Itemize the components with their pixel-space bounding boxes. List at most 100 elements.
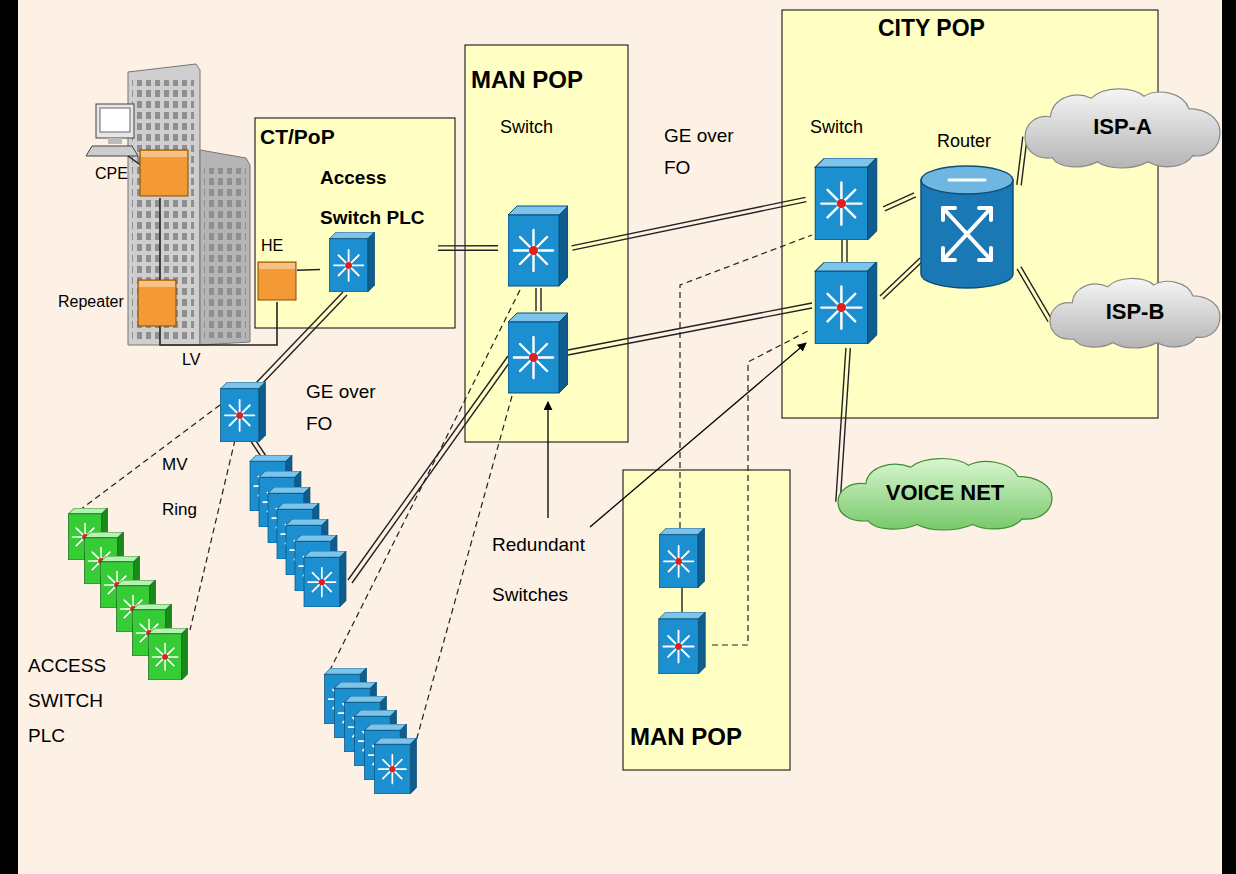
- switch-pair-icon: [498, 116, 572, 398]
- repeater-box: Repeater: [58, 280, 178, 326]
- cloud-shape: [838, 459, 1052, 530]
- ring-label: MV Ring: [162, 442, 202, 532]
- switch-pair: Switch: [806, 116, 884, 348]
- switch-stack: [325, 668, 417, 794]
- switch-stack: [250, 455, 346, 607]
- text-holder: CT/PoP: [260, 124, 335, 149]
- switch-pair-icon: [508, 313, 568, 393]
- switch-icon: [659, 612, 706, 674]
- node-label: MAN POP: [471, 65, 583, 94]
- text-holder: Switch: [810, 116, 863, 138]
- fiber-link: [352, 359, 512, 583]
- pop-fill: [782, 10, 1158, 418]
- fiber-link: [568, 308, 812, 355]
- fiber-link: [880, 258, 920, 296]
- switch-pair-icon: [815, 262, 877, 344]
- text-holder: Redundant Switches: [492, 520, 604, 620]
- computer: [86, 104, 142, 166]
- ring-link: [80, 405, 220, 510]
- building: [132, 80, 194, 340]
- text-holder: Repeater: [58, 292, 124, 311]
- node-label: Repeater: [58, 292, 124, 311]
- text-holder: ISP-B: [1050, 276, 1220, 348]
- ring-link: [680, 235, 812, 528]
- ring-link: [330, 290, 520, 670]
- head-end-box-icon: [258, 262, 296, 300]
- cpe-box-icon: [140, 150, 188, 196]
- node-label: CPE: [95, 164, 128, 183]
- router-icon: [915, 130, 1019, 292]
- router-icon: [921, 166, 1013, 288]
- text-holder: GE over FO: [664, 120, 740, 184]
- switch-icon: [660, 528, 705, 588]
- node-label: CITY POP: [878, 14, 985, 42]
- callout-arrow: [548, 343, 806, 527]
- pop-fill: [255, 118, 455, 328]
- group-label: ACCESS SWITCH PLC: [28, 648, 128, 753]
- text-holder: MV Ring: [162, 442, 202, 532]
- repeater-box-icon: [139, 281, 175, 287]
- switch-stack: [69, 508, 188, 680]
- switch-icon: [221, 382, 266, 442]
- pop-box: MAN POP: [623, 470, 790, 770]
- ring-link: [190, 440, 235, 630]
- fiber-link: [841, 238, 842, 263]
- switch-pair-icon: [508, 206, 568, 286]
- fiber-link: [883, 193, 916, 211]
- wire-link: [160, 302, 277, 345]
- computer: [86, 146, 138, 156]
- text-holder: ACCESS SWITCH PLC: [28, 648, 128, 753]
- router: Router: [915, 130, 1019, 292]
- ring-link: [80, 235, 812, 745]
- switch-stack: [304, 551, 346, 607]
- ring-link: [415, 396, 512, 745]
- node-label: HE: [261, 236, 283, 255]
- fiber-link: [883, 261, 923, 299]
- computer: [100, 108, 130, 132]
- head-end-box: HE: [257, 236, 297, 302]
- fiber-link: [535, 288, 536, 311]
- switch-icon: [221, 382, 706, 674]
- node-label: MAN POP: [630, 722, 742, 751]
- pop-box: CT/PoPHEAccess Switch PLC: [255, 118, 455, 328]
- pop-fill: [623, 470, 790, 770]
- callout-arrow: [590, 343, 806, 527]
- wire-link: [159, 198, 161, 280]
- link-label: GE over FO: [306, 376, 382, 440]
- switch-pair-icon: [815, 158, 877, 240]
- fiber-link: [836, 348, 851, 502]
- callout-arrow: [547, 402, 548, 518]
- access-switch-icon: [330, 232, 375, 292]
- text-holder: ISP-A: [1025, 86, 1220, 168]
- fiber-link: [250, 238, 923, 614]
- node-label: VOICE NET: [886, 480, 1005, 506]
- switch-pair: Switch: [498, 116, 572, 398]
- link-label: GE over FO: [664, 120, 740, 184]
- node-label: Switch: [500, 116, 553, 138]
- fiber-link: [681, 586, 682, 614]
- switch-stack: [69, 455, 417, 794]
- building: [128, 64, 250, 345]
- switch-stack: [375, 738, 417, 794]
- computer: [96, 104, 134, 138]
- fiber-link: [568, 303, 812, 350]
- fiber-link: [259, 295, 347, 387]
- voice-cloud: VOICE NET: [838, 456, 1052, 530]
- text-holder: Switch: [500, 116, 553, 138]
- repeater-box-icon: [138, 280, 176, 326]
- node-label: ISP-B: [1106, 299, 1165, 325]
- cpe-box-icon: [141, 151, 187, 157]
- cpe-box: CPE: [95, 150, 190, 198]
- switch-pair-icon: [806, 116, 884, 348]
- text-holder: HE: [261, 236, 283, 255]
- node-label: ISP-A: [1093, 114, 1152, 140]
- text-holder: MAN POP: [471, 65, 583, 94]
- text-holder: CITY POP: [878, 14, 985, 42]
- fiber-link: [846, 238, 847, 263]
- pop-box: CITY POP SwitchRouter: [782, 10, 1158, 418]
- cloud-shape: [1025, 89, 1220, 168]
- text-holder: VOICE NET: [838, 456, 1052, 530]
